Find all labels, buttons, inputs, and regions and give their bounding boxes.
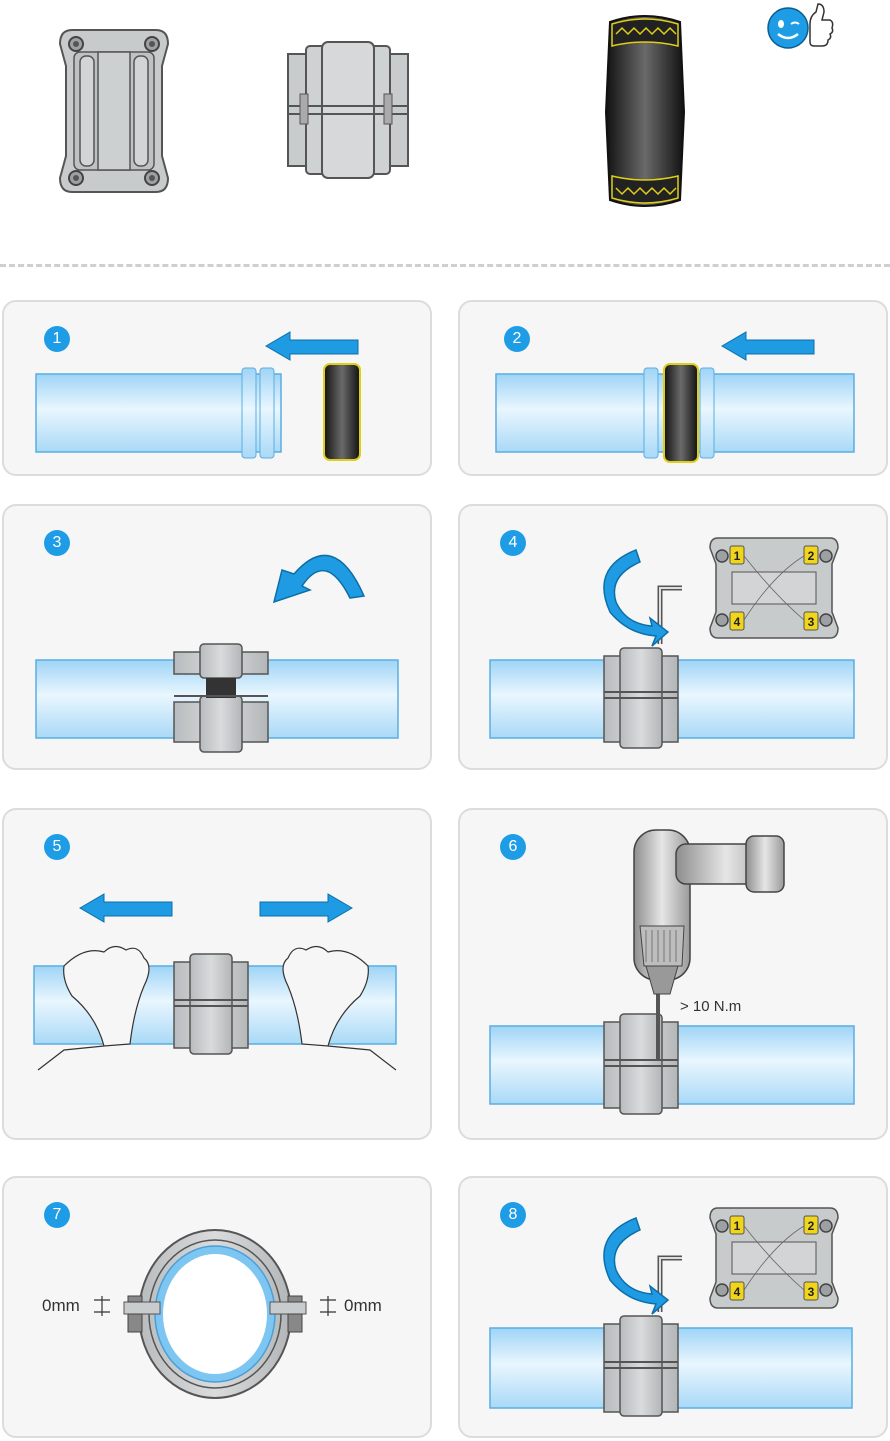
clamp-side-view <box>287 41 409 179</box>
step-badge: 4 <box>500 530 526 556</box>
step-panel-1: 1 <box>2 300 432 476</box>
bolt-number: 1 <box>734 1219 741 1233</box>
step-panel-8: 8 1 2 3 4 <box>458 1176 888 1438</box>
smiley-thumbs-up-icon <box>767 3 834 49</box>
step-panel-4: 4 1 2 3 4 <box>458 504 888 770</box>
step-panel-5: 5 <box>2 808 432 1140</box>
step-panel-3: 3 <box>2 504 432 770</box>
step-badge: 6 <box>500 834 526 860</box>
bolt-number: 1 <box>734 549 741 563</box>
torque-label: > 10 N.m <box>680 998 742 1015</box>
bolt-sequence-diagram: 1 2 3 4 <box>709 1207 839 1309</box>
step-panel-6: 6 > 10 N.m <box>458 808 888 1140</box>
bolt-number: 2 <box>808 1219 815 1233</box>
step-panel-2: 2 <box>458 300 888 476</box>
bolt-number: 2 <box>808 549 815 563</box>
step-badge: 5 <box>44 834 70 860</box>
gasket-ring <box>604 15 686 207</box>
bolt-number: 3 <box>808 615 815 629</box>
step-badge: 7 <box>44 1202 70 1228</box>
gap-left-label: 0mm <box>42 1296 80 1315</box>
step-badge: 8 <box>500 1202 526 1228</box>
step-panel-7: 7 0mm 0mm <box>2 1176 432 1438</box>
clamp-front-view <box>58 29 170 193</box>
step-badge: 3 <box>44 530 70 556</box>
step-badge: 1 <box>44 326 70 352</box>
bolt-number: 4 <box>734 1285 741 1299</box>
gap-right-label: 0mm <box>344 1296 382 1315</box>
section-divider <box>0 264 890 267</box>
bolt-sequence-diagram: 1 2 3 4 <box>709 537 839 639</box>
bolt-number: 4 <box>734 615 741 629</box>
step-badge: 2 <box>504 326 530 352</box>
bolt-number: 3 <box>808 1285 815 1299</box>
